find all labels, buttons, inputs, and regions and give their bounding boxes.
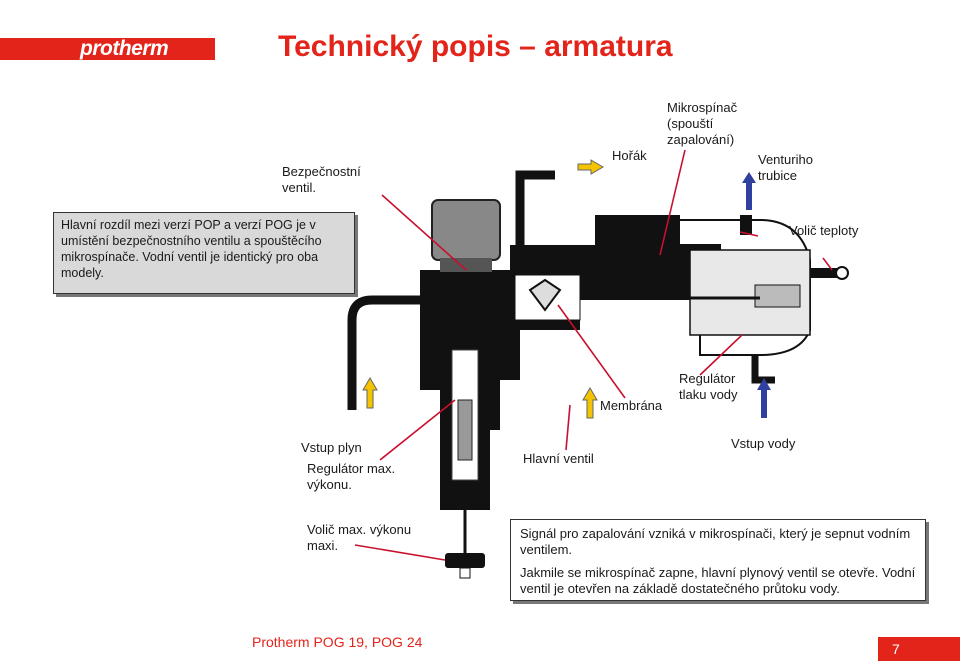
leader-regulator-tlaku — [699, 334, 743, 376]
label-hlavni-ventil: Hlavní ventil — [523, 451, 594, 466]
gas-arrow-left-icon — [362, 377, 378, 409]
water-arrow-out-icon — [742, 172, 756, 210]
gas-arrow-burner-icon — [577, 159, 604, 175]
leader-volic-knob — [822, 257, 833, 271]
info-paragraph-2: Jakmile se mikrospínač zapne, hlavní ply… — [520, 565, 916, 596]
temp-knob-stem — [810, 268, 840, 278]
leader-bezpecnostni — [381, 194, 467, 271]
info-paragraph-1: Signál pro zapalování vzniká v mikrospín… — [520, 526, 911, 557]
label-membrana: Membrána — [600, 398, 663, 413]
safety-valve-neck — [440, 258, 492, 272]
leader-regulator-max — [379, 399, 456, 461]
label-bezpecnostni: Bezpečnostní ventil. — [282, 164, 361, 195]
label-volic-max: Volič max. výkonu maxi. — [307, 522, 412, 553]
info-box-left: Hlavní rozdíl mezi verzí POP a verzí POG… — [53, 212, 355, 294]
label-vstup-plyn: Vstup plyn — [301, 440, 362, 455]
safety-valve-cap — [431, 199, 501, 261]
page-title: Technický popis – armatura — [278, 30, 673, 63]
leader-hlavni-ventil — [565, 404, 571, 451]
page-number: 7 — [878, 637, 960, 661]
label-regulator-max: Regulátor max. výkonu. — [307, 461, 396, 492]
info-box-right: Signál pro zapalování vzniká v mikrospín… — [510, 519, 926, 601]
gas-arrow-bottom-icon — [582, 387, 598, 419]
burner-pipe — [515, 170, 555, 270]
venturi-tube — [740, 215, 752, 235]
leader-membrana — [557, 304, 626, 399]
leader-volic-max — [354, 544, 446, 561]
water-arrow-in-icon — [757, 378, 771, 418]
label-volic-teploty: Volič teploty — [789, 223, 859, 238]
leader-volic — [739, 231, 759, 237]
max-output-knob-tip — [459, 567, 471, 579]
label-horak: Hořák — [612, 148, 647, 163]
membrane-diaphragm — [528, 278, 562, 312]
footer-model: Protherm POG 19, POG 24 — [252, 634, 423, 650]
leader-mikrospinac — [659, 149, 686, 256]
water-spring — [754, 284, 801, 308]
label-venturi: Venturiho trubice — [758, 152, 813, 183]
label-regulator-tlaku: Regulátor tlaku vody — [679, 371, 738, 402]
water-inlet-pipe — [751, 355, 775, 384]
max-output-knob — [445, 553, 485, 568]
temp-knob — [835, 266, 849, 280]
logo-bar: protherm — [0, 37, 215, 60]
gas-pipe-left — [347, 295, 440, 410]
label-mikrospinac: Mikrospínač (spouští zapalování) — [667, 100, 738, 147]
label-vstup-vody: Vstup vody — [731, 436, 796, 451]
logo: protherm — [80, 37, 169, 60]
main-valve-plunger — [457, 399, 473, 461]
